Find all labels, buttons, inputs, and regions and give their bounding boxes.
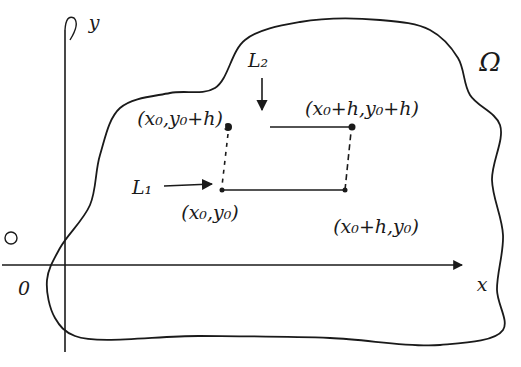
pointer-arrow: [261, 78, 263, 110]
region-label: Ω: [477, 48, 503, 77]
point: [343, 188, 348, 193]
point-label: (x₀+h,y₀+h): [303, 98, 421, 119]
origin-label: 0: [16, 278, 32, 299]
path-segment: [222, 134, 228, 186]
point: [220, 188, 225, 193]
origin-mark: [5, 232, 17, 244]
y-axis: [64, 30, 66, 352]
axis-label: y: [87, 12, 102, 33]
point: [224, 123, 232, 131]
x-axis: [2, 264, 462, 265]
segment-label: L₂: [246, 50, 270, 71]
point: [349, 124, 356, 131]
axis-curl: [65, 17, 76, 40]
region-outline: [47, 19, 505, 346]
path-segment: [222, 189, 345, 191]
path-segment: [345, 132, 351, 190]
path-segment: [270, 126, 352, 128]
point-label: (x₀+h,y₀): [331, 216, 421, 237]
point-label: (x₀,y₀): [179, 202, 241, 223]
point-label: (x₀,y₀+h): [135, 108, 225, 129]
segment-label: L₁: [130, 177, 154, 198]
axis-label: x: [475, 274, 490, 295]
pointer-arrow: [164, 184, 212, 186]
